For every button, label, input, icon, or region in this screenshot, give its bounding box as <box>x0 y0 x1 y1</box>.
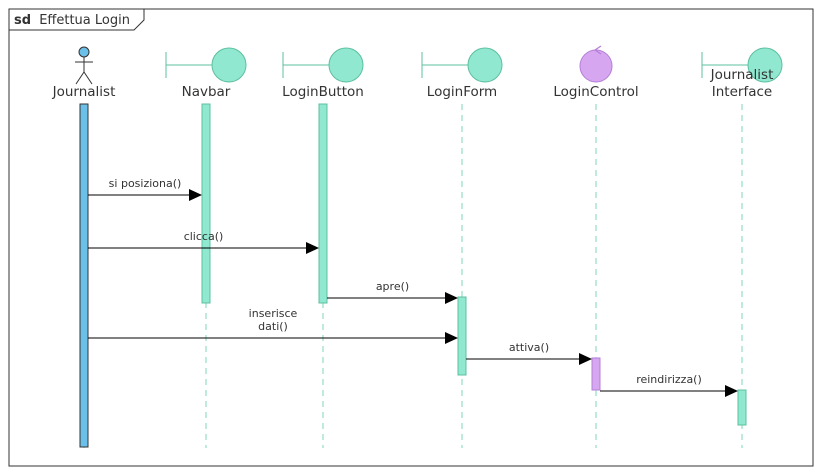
frame-border <box>8 8 814 467</box>
activation-bar-navbar <box>201 103 211 304</box>
message-label: apre() <box>376 280 409 293</box>
control-icon <box>579 45 613 83</box>
participant-label: Journalist <box>710 67 774 83</box>
message-label: inserisce <box>249 307 298 320</box>
message-journalist-to-navbar: si posiziona() <box>88 177 202 201</box>
participant-journalist[interactable]: Journalist <box>52 46 116 100</box>
message-journalist-to-loginbutton: clicca() <box>88 230 319 254</box>
arrowhead-icon <box>306 242 319 254</box>
boundary-icon <box>165 47 247 83</box>
arrowhead-icon <box>445 292 458 304</box>
activation-bar-journalistinterface <box>737 389 747 426</box>
participant-label: LoginButton <box>282 84 364 100</box>
activation-bar-loginbutton <box>318 103 328 304</box>
activation-bar-loginform <box>457 296 467 376</box>
message-label: reindirizza() <box>636 373 702 386</box>
actor-icon <box>75 46 93 85</box>
arrowhead-icon <box>445 332 458 344</box>
participant-loginbutton[interactable]: LoginButton <box>282 47 364 100</box>
messages: si posiziona() clicca() apre() inseriscedat… <box>88 177 738 397</box>
participant-label: Navbar <box>182 84 231 100</box>
arrowhead-icon <box>725 385 738 397</box>
message-loginbutton-to-loginform: apre() <box>327 280 458 304</box>
participant-label: Interface <box>712 84 772 100</box>
activations <box>79 103 747 448</box>
message-label: clicca() <box>184 230 224 243</box>
message-loginform-to-logincontrol: attiva() <box>466 341 592 365</box>
lifelines <box>83 104 743 448</box>
participant-loginform[interactable]: LoginForm <box>421 47 503 100</box>
frame-name: Effettua Login <box>39 13 130 28</box>
arrowhead-icon <box>189 189 202 201</box>
participant-label: LoginControl <box>553 84 638 100</box>
message-label: si posiziona() <box>109 177 182 190</box>
activation-bar-logincontrol <box>591 357 601 391</box>
boundary-icon <box>282 47 364 83</box>
message-label: attiva() <box>509 341 549 354</box>
frame-label-tab <box>8 8 145 31</box>
participant-logincontrol[interactable]: LoginControl <box>553 45 639 100</box>
message-label: dati() <box>258 320 288 333</box>
participant-label: LoginForm <box>427 84 497 100</box>
message-logincontrol-to-journalistinterface: reindirizza() <box>600 373 738 397</box>
boundary-icon <box>421 47 503 83</box>
participant-label: Journalist <box>52 84 116 100</box>
boundary-icon <box>701 47 783 83</box>
frame-keyword: sd <box>14 13 31 28</box>
activation-bar-journalist <box>79 103 89 448</box>
frame-label: sd Effettua Login <box>14 13 130 28</box>
participant-navbar[interactable]: Navbar <box>165 47 247 100</box>
arrowhead-icon <box>579 353 592 365</box>
